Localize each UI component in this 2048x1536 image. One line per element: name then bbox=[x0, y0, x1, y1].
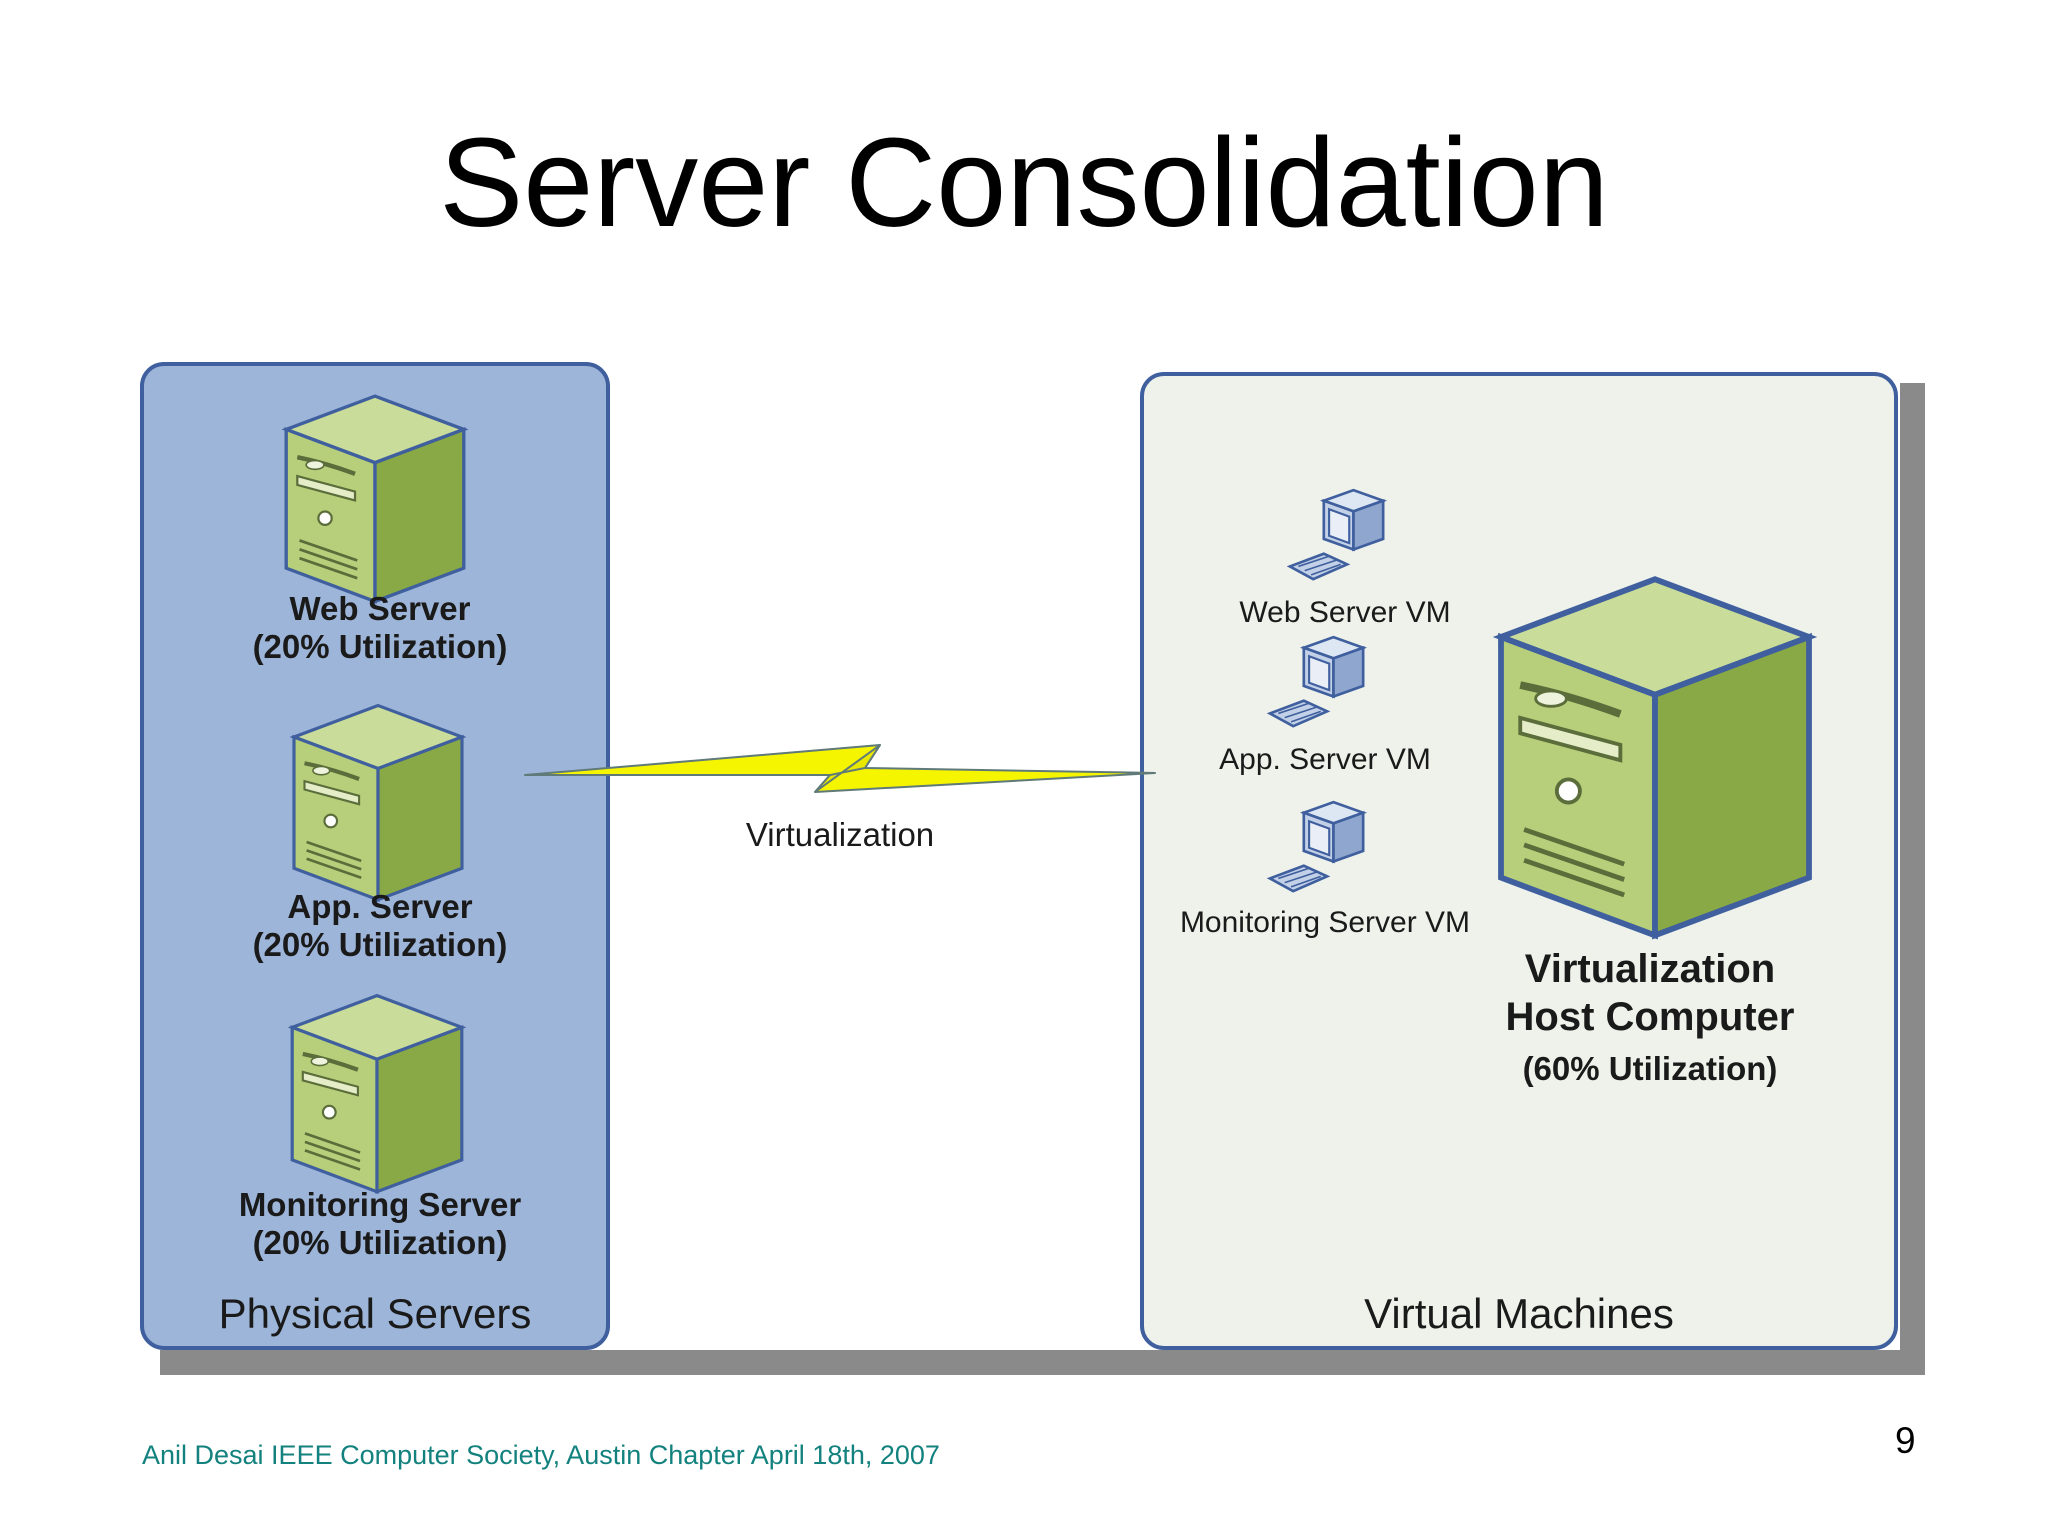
host-line-2: Host Computer bbox=[1505, 995, 1795, 1039]
web-server-label: Web Server (20% Utilization) bbox=[165, 590, 595, 666]
virtualization-label: Virtualization bbox=[745, 816, 935, 853]
desktop-computer-icon bbox=[1268, 800, 1365, 893]
physical-servers-caption: Physical Servers bbox=[218, 1290, 532, 1337]
slide-title: Server Consolidation bbox=[439, 112, 1609, 253]
app-server-vm-label: App. Server VM bbox=[1219, 743, 1431, 776]
web-server-vm-label: Web Server VM bbox=[1239, 596, 1451, 629]
server-tower-icon bbox=[280, 985, 474, 1197]
app-server-name: App. Server bbox=[287, 888, 473, 925]
page-number: 9 bbox=[1895, 1420, 1916, 1461]
desktop-computer-icon bbox=[1268, 635, 1365, 728]
desktop-computer-icon bbox=[1288, 488, 1385, 581]
host-line-1: Virtualization bbox=[1524, 947, 1776, 991]
host-utilization: (60% Utilization) bbox=[1522, 1050, 1778, 1087]
virtual-machines-caption: Virtual Machines bbox=[1364, 1290, 1674, 1337]
server-tower-icon bbox=[282, 695, 474, 905]
monitoring-server-name: Monitoring Server bbox=[238, 1186, 522, 1223]
server-tower-icon bbox=[275, 385, 475, 607]
app-server-utilization: (20% Utilization) bbox=[252, 926, 508, 963]
monitoring-server-vm-label: Monitoring Server VM bbox=[1179, 906, 1471, 939]
monitoring-server-utilization: (20% Utilization) bbox=[252, 1224, 508, 1261]
web-server-utilization: (20% Utilization) bbox=[252, 628, 508, 665]
lightning-bolt-icon bbox=[524, 744, 1156, 793]
host-computer-label: Virtualization Host Computer bbox=[1440, 945, 1860, 1041]
server-tower-icon bbox=[1480, 560, 1830, 945]
slide-footer: Anil Desai IEEE Computer Society, Austin… bbox=[142, 1440, 940, 1470]
app-server-label: App. Server (20% Utilization) bbox=[165, 888, 595, 964]
web-server-name: Web Server bbox=[289, 590, 471, 627]
monitoring-server-label: Monitoring Server (20% Utilization) bbox=[165, 1186, 595, 1262]
